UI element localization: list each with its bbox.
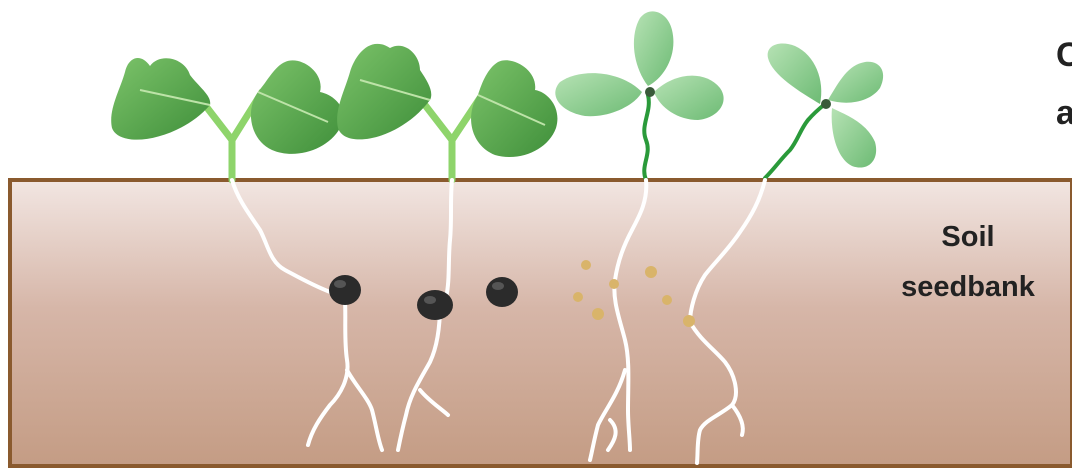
seedling-2-icon: [337, 44, 557, 180]
soil-label-line-1: Soil: [868, 212, 1068, 262]
seed-icon: [683, 315, 695, 327]
leaf-left-icon: [768, 43, 822, 104]
seed-icon: [486, 277, 518, 307]
leaf-left-icon: [555, 73, 642, 116]
leaf-right-icon: [832, 108, 877, 168]
edge-label-line-2: a: [1056, 84, 1072, 142]
leaf-top-icon: [828, 62, 883, 103]
cotyledon-left-icon: [111, 58, 210, 140]
seed-icon: [645, 266, 657, 278]
cotyledon-right-icon: [251, 60, 343, 153]
cotyledon-right-icon: [471, 60, 557, 157]
seed-icon: [417, 290, 453, 320]
cotyledon-left-icon: [337, 44, 431, 140]
soil-seedbank-label: Soil seedbank: [868, 212, 1068, 312]
seed-icon: [592, 308, 604, 320]
seed-icon: [662, 295, 672, 305]
seed-icon: [329, 275, 361, 305]
seed-icon: [573, 292, 583, 302]
seedling-1-icon: [111, 58, 343, 180]
edge-label-line-1: C: [1056, 26, 1072, 84]
seedling-3-icon: [555, 11, 723, 180]
leaf-top-icon: [634, 11, 674, 86]
truncated-edge-label: C a: [1056, 26, 1072, 142]
leaf-right-icon: [654, 76, 724, 120]
seed-icon: [609, 279, 619, 289]
soil-label-line-2: seedbank: [868, 262, 1068, 312]
seedling-4-icon: [765, 43, 883, 178]
seed-icon: [581, 260, 591, 270]
